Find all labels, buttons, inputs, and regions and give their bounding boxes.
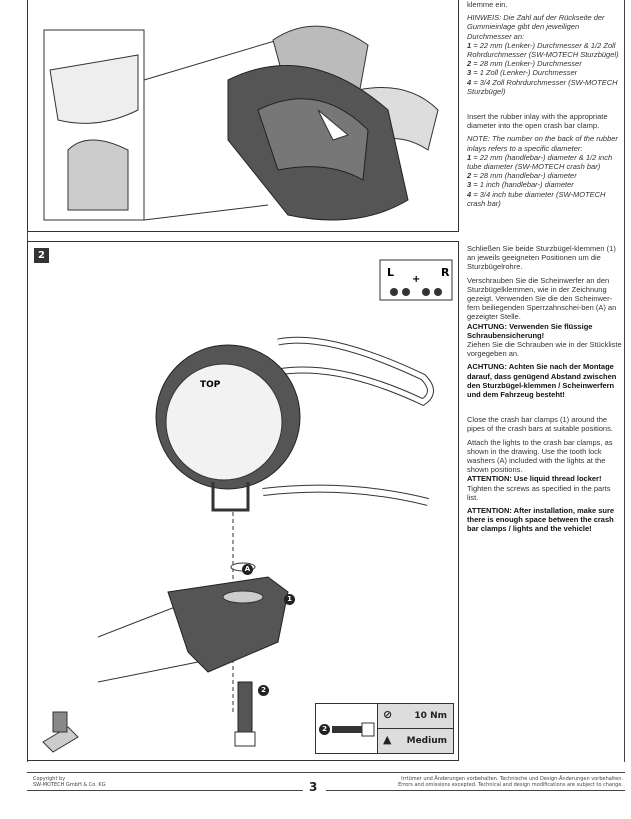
en-p3: Tighten the screws as specified in the p…: [467, 483, 611, 502]
de-p3: Ziehen Sie die Schrauben wie in der Stüc…: [467, 340, 622, 359]
copyright-line-1: Copyright by: [33, 776, 66, 782]
num: 3: [467, 180, 472, 190]
de-p2-block: Verschrauben Sie die Scheinwerfer an den…: [467, 276, 623, 359]
step1-text: klemme ein. HINWEIS: Die Zahl auf der Rü…: [467, 0, 623, 244]
step-number: 2: [34, 248, 49, 263]
en-p1: Close the crash bar clamps (1) around th…: [467, 415, 613, 434]
torque-spec-table: 2 ⊘ 10 Nm ▲ Medium: [315, 703, 454, 754]
screw-cell: 2: [316, 704, 378, 753]
threadlock-value: Medium: [406, 736, 447, 746]
de-note-text: HINWEIS: Die Zahl auf der Rückseite der …: [467, 13, 605, 41]
de-warning-2: ACHTUNG: Achten Sie nach der Montage dar…: [467, 362, 617, 400]
item: = 3/4 inch tube diameter (SW-MOTECH cras…: [467, 189, 606, 208]
item: = 1 inch (handlebar-) diameter: [471, 180, 574, 190]
disclaimer-en: Errors and omissions excepted. Technical…: [398, 782, 623, 788]
page-number: 3: [309, 780, 318, 794]
item: = 1 Zoll (Lenker-) Durchmesser: [471, 68, 578, 78]
de-p2: Verschrauben Sie die Scheinwerfer an den…: [467, 275, 617, 322]
step2-illustration: 2 L + R TOP A 1 2: [27, 241, 459, 761]
en-text: Insert the rubber inlay with the appropr…: [467, 112, 608, 131]
num: 1: [467, 40, 472, 50]
callout-2: 2: [258, 685, 269, 696]
side-left: L: [387, 266, 394, 279]
screw-icon: [332, 722, 375, 737]
threadlock-bottle-icon: ▲: [383, 733, 392, 746]
rubber-inlay-drawing: [43, 25, 439, 221]
footer-divider: [27, 772, 625, 773]
side-right: R: [441, 266, 450, 279]
callout-a: A: [242, 564, 253, 575]
copyright-line-2: SW-MOTECH GmbH & Co. KG: [33, 782, 106, 788]
en-note: NOTE: The number on the back of the rubb…: [467, 134, 623, 208]
en-warning-1: ATTENTION: Use liquid thread locker!: [467, 474, 602, 484]
num: 4: [467, 77, 472, 87]
num: 3: [467, 68, 472, 78]
item: = 22 mm (handlebar-) diameter & 1/2 inch…: [467, 152, 613, 172]
num: 4: [467, 189, 472, 199]
step2-text: Schließen Sie beide Sturzbügel-klemmen (…: [467, 244, 623, 534]
item: = 28 mm (handlebar-) diameter: [471, 171, 577, 181]
en-note-text: NOTE: The number on the back of the rubb…: [467, 134, 618, 153]
bottom-rule-left: [27, 790, 303, 791]
torque-value: 10 Nm: [414, 711, 447, 721]
disclaimer-de: Irrtümer und Änderungen vorbehalten. Tec…: [401, 776, 623, 782]
plus: +: [412, 274, 420, 285]
en-warning-2: ATTENTION: After installation, make sure…: [467, 506, 615, 534]
item: = 28 mm (Lenker-) Durchmesser: [471, 59, 582, 69]
num: 2: [467, 59, 472, 69]
text-column: klemme ein. HINWEIS: Die Zahl auf der Rü…: [467, 0, 623, 538]
de-text: klemme ein.: [467, 0, 508, 9]
item: = 3/4 Zoll Rohrdurchmesser (SW-MOTECH St…: [467, 77, 618, 96]
light-label: TOP: [200, 380, 221, 390]
en-p2-block: Attach the lights to the crash bar clamp…: [467, 438, 623, 502]
item: = 22 mm (Lenker-) Durchmesser & 1/2 Zoll…: [467, 40, 619, 60]
callout-1: 1: [284, 594, 295, 605]
mount-icon: [42, 711, 79, 753]
torque-wrench-icon: ⊘: [383, 708, 393, 721]
motorcycle-icon: [390, 288, 442, 296]
bottom-rule-right: [326, 790, 625, 791]
en-p2: Attach the lights to the crash bar clamp…: [467, 437, 613, 475]
disclaimer: Irrtümer und Änderungen vorbehalten. Tec…: [398, 776, 623, 788]
num: 2: [467, 171, 472, 181]
torque-row: ⊘ 10 Nm: [378, 704, 453, 729]
num: 1: [467, 152, 472, 162]
part-number: 2: [319, 724, 330, 735]
light-mount-drawing: L + R TOP: [42, 259, 453, 753]
de-warning-1: ACHTUNG: Verwenden Sie flüssige Schraube…: [467, 321, 593, 340]
de-note: HINWEIS: Die Zahl auf der Rückseite der …: [467, 13, 623, 96]
de-p1: Schließen Sie beide Sturzbügel-klemmen (…: [467, 244, 616, 272]
threadlock-row: ▲ Medium: [378, 729, 453, 753]
step1-illustration: [27, 0, 459, 232]
